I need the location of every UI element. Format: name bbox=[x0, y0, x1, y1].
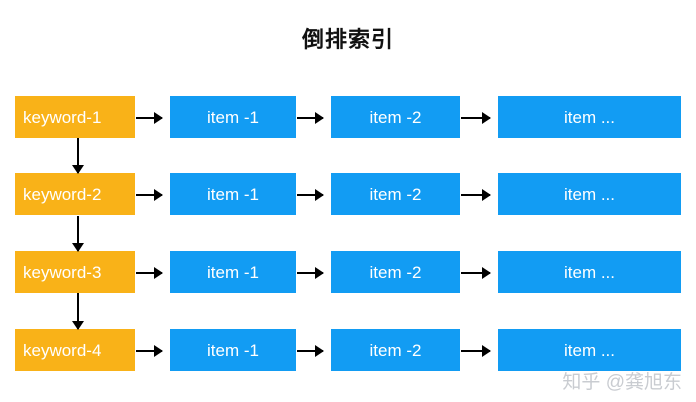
item-box[interactable]: item -1 bbox=[170, 96, 296, 138]
arrow-right-icon bbox=[297, 117, 323, 119]
index-row: keyword-1 item -1 item -2 item ... bbox=[0, 96, 696, 138]
arrow-right-icon bbox=[136, 117, 162, 119]
keyword-box[interactable]: keyword-2 bbox=[15, 173, 135, 215]
item-box[interactable]: item -2 bbox=[331, 173, 460, 215]
item-box[interactable]: item -2 bbox=[331, 96, 460, 138]
arrow-right-icon bbox=[461, 272, 490, 274]
index-row: keyword-2 item -1 item -2 item ... bbox=[0, 173, 696, 215]
arrow-right-icon bbox=[297, 272, 323, 274]
arrow-right-icon bbox=[297, 194, 323, 196]
arrow-down-icon bbox=[77, 138, 79, 173]
item-box[interactable]: item ... bbox=[498, 173, 681, 215]
keyword-box[interactable]: keyword-1 bbox=[15, 96, 135, 138]
watermark: 知乎 @龚旭东 bbox=[562, 372, 682, 393]
arrow-right-icon bbox=[136, 194, 162, 196]
item-box[interactable]: item -1 bbox=[170, 329, 296, 371]
arrow-right-icon bbox=[136, 272, 162, 274]
item-box[interactable]: item -2 bbox=[331, 251, 460, 293]
arrow-right-icon bbox=[136, 350, 162, 352]
item-box[interactable]: item -1 bbox=[170, 173, 296, 215]
index-row: keyword-3 item -1 item -2 item ... bbox=[0, 251, 696, 293]
arrow-down-icon bbox=[77, 293, 79, 329]
arrow-right-icon bbox=[461, 117, 490, 119]
item-box[interactable]: item ... bbox=[498, 96, 681, 138]
item-box[interactable]: item -2 bbox=[331, 329, 460, 371]
item-box[interactable]: item ... bbox=[498, 329, 681, 371]
arrow-right-icon bbox=[461, 194, 490, 196]
item-box[interactable]: item -1 bbox=[170, 251, 296, 293]
keyword-box[interactable]: keyword-3 bbox=[15, 251, 135, 293]
index-row: keyword-4 item -1 item -2 item ... bbox=[0, 329, 696, 371]
keyword-box[interactable]: keyword-4 bbox=[15, 329, 135, 371]
arrow-right-icon bbox=[297, 350, 323, 352]
item-box[interactable]: item ... bbox=[498, 251, 681, 293]
page-title: 倒排索引 bbox=[301, 27, 394, 52]
arrow-down-icon bbox=[77, 216, 79, 251]
arrow-right-icon bbox=[461, 350, 490, 352]
